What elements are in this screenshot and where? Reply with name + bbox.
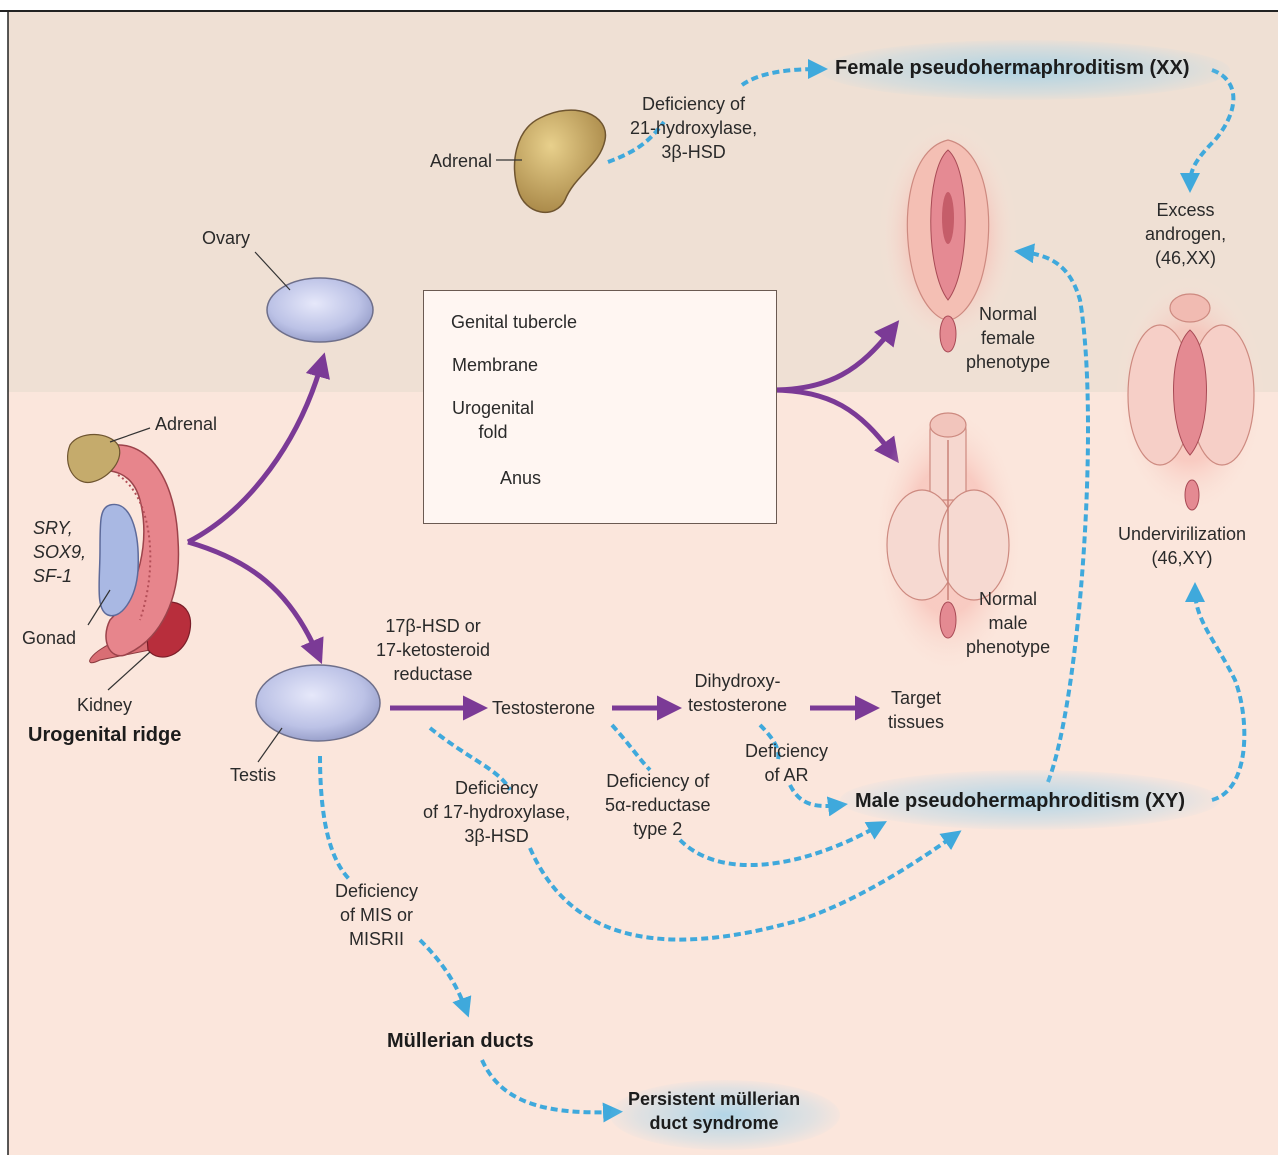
undervirilization-label: Undervirilization (46,XY) xyxy=(1118,522,1246,570)
deficiency-17-label: Deficiency of 17-hydroxylase, 3β-HSD xyxy=(423,776,570,848)
adrenal-left-label: Adrenal xyxy=(155,412,217,436)
sry-genes-label: SRY, SOX9, SF-1 xyxy=(33,516,86,588)
male-pseudo-label: Male pseudohermaphroditism (XY) xyxy=(855,789,1185,813)
deficiency-ar-label: Deficiency of AR xyxy=(745,739,828,787)
deficiency-21-label: Deficiency of 21-hydroxylase, 3β-HSD xyxy=(630,92,757,164)
female-pseudo-label: Female pseudohermaphroditism (XX) xyxy=(835,56,1190,80)
membrane-label: Membrane xyxy=(452,353,538,377)
urogenital-fold-label: Urogenital fold xyxy=(452,396,534,444)
gonad-label: Gonad xyxy=(22,626,76,650)
ambiguous-phenotype-drawing xyxy=(1115,275,1265,515)
dihydroxytestosterone-label: Dihydroxy- testosterone xyxy=(688,669,787,717)
anus-label: Anus xyxy=(500,466,541,490)
kidney-label: Kidney xyxy=(77,693,132,717)
genital-tubercle-label: Genital tubercle xyxy=(451,310,577,334)
adrenal-top-label: Adrenal xyxy=(412,149,492,173)
ovary-organ xyxy=(267,278,373,342)
testis-label: Testis xyxy=(230,763,276,787)
mullerian-ducts-label: Müllerian ducts xyxy=(387,1029,534,1053)
urogenital-ridge-title: Urogenital ridge xyxy=(28,723,181,747)
hsd17-label: 17β-HSD or 17-ketosteroid reductase xyxy=(376,614,490,686)
deficiency-5a-label: Deficiency of 5α-reductase type 2 xyxy=(605,769,710,841)
testosterone-label: Testosterone xyxy=(492,696,595,720)
normal-female-label: Normal female phenotype xyxy=(966,302,1050,374)
normal-male-label: Normal male phenotype xyxy=(966,587,1050,659)
persistent-mullerian-label: Persistent müllerian duct syndrome xyxy=(628,1087,800,1135)
deficiency-mis-label: Deficiency of MIS or MISRII xyxy=(335,879,418,951)
excess-androgen-label: Excess androgen, (46,XX) xyxy=(1145,198,1226,270)
ovary-label: Ovary xyxy=(202,226,250,250)
target-tissues-label: Target tissues xyxy=(888,686,944,734)
testis-organ xyxy=(256,665,380,741)
